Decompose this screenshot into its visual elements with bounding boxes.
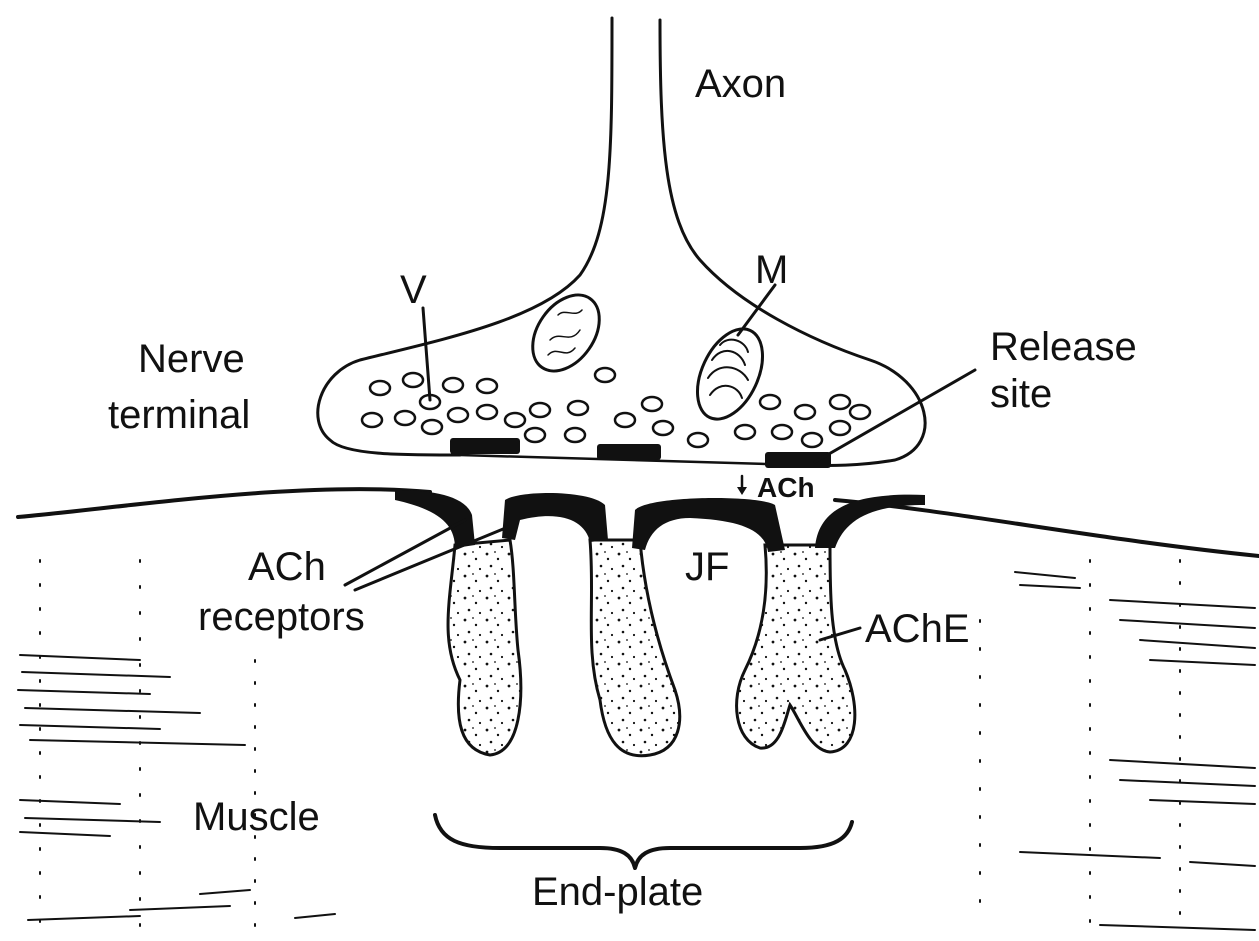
label-release-site-line2: site xyxy=(990,372,1052,416)
label-junctional-fold: JF xyxy=(685,545,729,589)
fold-3 xyxy=(737,545,855,752)
ach-release-arrow xyxy=(737,476,747,495)
axon xyxy=(318,18,925,465)
receptor-cap-4 xyxy=(815,495,925,548)
label-nerve-terminal-line1: Nerve xyxy=(138,337,245,381)
release-site-bar xyxy=(597,444,661,460)
release-site-bar xyxy=(450,438,520,454)
mitochondria xyxy=(519,283,776,430)
release-sites xyxy=(450,438,831,468)
postjunctional-folds xyxy=(448,540,855,756)
fold-2 xyxy=(590,540,680,756)
leader-vesicle xyxy=(423,308,430,400)
end-plate-brace xyxy=(435,815,852,868)
label-ach-arrow: ACh xyxy=(757,472,815,503)
label-release-site-line1: Release xyxy=(990,325,1137,369)
label-vesicle: V xyxy=(400,268,427,312)
muscle-striations-right xyxy=(980,560,1255,930)
label-mitochondrion: M xyxy=(755,248,788,292)
receptor-cap-2 xyxy=(502,493,608,542)
label-nerve-terminal-line2: terminal xyxy=(108,393,250,437)
mitochondrion-right xyxy=(684,319,775,430)
leader-mitochondrion xyxy=(738,285,775,335)
label-muscle: Muscle xyxy=(193,795,320,839)
label-end-plate: End-plate xyxy=(532,870,703,914)
label-ache: AChE xyxy=(865,607,970,651)
label-ach-receptors-line1: ACh xyxy=(248,545,326,589)
label-ach-receptors-line2: receptors xyxy=(198,595,365,639)
leader-release-site xyxy=(815,370,975,462)
receptor-cap-3 xyxy=(632,498,785,552)
fold-1 xyxy=(448,540,521,755)
synaptic-vesicles xyxy=(362,368,870,447)
label-axon: Axon xyxy=(695,62,786,106)
receptor-cap-1 xyxy=(395,490,475,548)
